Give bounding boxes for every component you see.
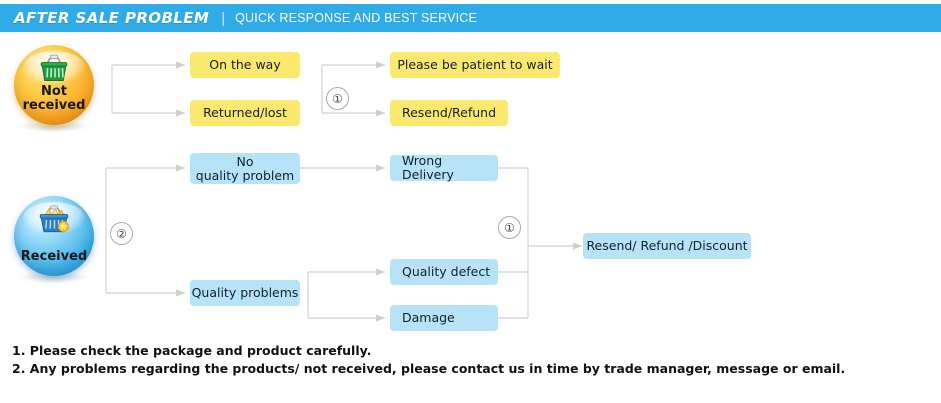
flow-box-no-quality-problem[interactable]: No quality problem [190, 153, 300, 184]
header-separator: | [221, 9, 226, 27]
flow-box-quality-defect[interactable]: Quality defect [390, 259, 498, 285]
header-bar: AFTER SALE PROBLEM | QUICK RESPONSE AND … [0, 4, 941, 32]
step-marker-2: ② [110, 222, 133, 245]
flow-box-returned-lost[interactable]: Returned/lost [190, 100, 300, 126]
flow-box-wrong-delivery[interactable]: Wrong Delivery [390, 154, 498, 182]
flow-box-no-quality-problem-line2: quality problem [195, 167, 295, 183]
badge-shadow-received [17, 271, 91, 283]
footer-notes: 1. Please check the package and product … [12, 342, 922, 378]
shopping-basket-empty-icon [14, 52, 94, 86]
flow-box-on-the-way[interactable]: On the way [190, 52, 300, 78]
flow-box-quality-problems[interactable]: Quality problems [190, 280, 300, 306]
flow-box-resend-refund-discount[interactable]: Resend/ Refund /Discount [583, 233, 751, 259]
step-marker-1-bottom: ① [498, 216, 521, 239]
flow-box-please-be-patient-to-wait[interactable]: Please be patient to wait [390, 52, 560, 78]
header-subtitle: QUICK RESPONSE AND BEST SERVICE [235, 11, 478, 25]
step-marker-1-top: ① [326, 87, 349, 110]
flow-box-resend-refund[interactable]: Resend/Refund [390, 100, 508, 126]
badge-received-label: Received [20, 248, 88, 264]
flow-box-damage[interactable]: Damage [390, 305, 498, 331]
shopping-basket-filled-icon [14, 203, 94, 237]
flow-box-no-quality-problem-line1: No [236, 153, 254, 169]
page-title: AFTER SALE PROBLEM [14, 9, 210, 27]
footer-note-2: 2. Any problems regarding the products/ … [12, 361, 846, 376]
badge-received[interactable]: Received [14, 196, 94, 276]
footer-note-1: 1. Please check the package and product … [12, 343, 372, 358]
badge-shadow-not-received [17, 120, 91, 132]
